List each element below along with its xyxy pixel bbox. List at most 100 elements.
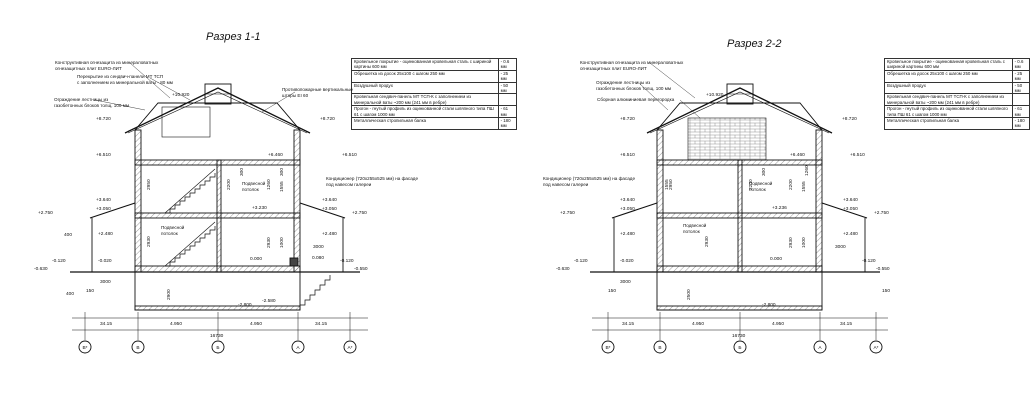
dim-h12-1: 400 <box>64 232 72 238</box>
dim-bottom-2d: 34.15 <box>840 321 852 327</box>
elev-eave-2: +8.720 <box>620 116 635 122</box>
dim-h1-1: 2950 <box>146 179 152 190</box>
spec-value: - 180 мм <box>1011 117 1031 130</box>
axis-bubble <box>211 340 225 354</box>
gallery-left-2 <box>611 202 658 219</box>
roof-1 <box>124 87 311 134</box>
dim-bottom-2b: 4.950 <box>692 321 704 327</box>
dim-h11-2: 3000 <box>620 279 631 285</box>
wall-left-1 <box>134 129 142 273</box>
axis-label: А <box>296 345 300 351</box>
dim-h6-2: 3000 <box>835 244 846 250</box>
dim-h8-1: 300 <box>239 168 245 176</box>
elev-m0080-1: 0.080 <box>312 255 324 261</box>
elev-eave-2r: +8.720 <box>842 116 857 122</box>
spec-table-1: Кровельное покрытие - оцинкованная крове… <box>351 58 518 130</box>
elev-floor2b-1r: +3.050 <box>322 206 337 212</box>
elev-floor1a-2: +2.480 <box>620 231 635 237</box>
dim-h12b-2: 150 <box>882 288 890 294</box>
dim-h13-2: 2500 <box>686 289 692 300</box>
stair-1-1 <box>165 226 216 267</box>
dim-h14-2: 2930 <box>704 236 710 247</box>
dim-h10-1: 300 <box>279 168 285 176</box>
axis-label: В* <box>82 345 87 351</box>
dim-bottom-1a: 34.15 <box>100 321 112 327</box>
slab-1-1 <box>134 265 301 273</box>
basement-2 <box>656 271 823 311</box>
dim-h10-2: 1260 <box>804 165 810 176</box>
slab-2-2 <box>656 212 823 219</box>
elev-zero-1: 0.000 <box>250 256 262 262</box>
elev-m0550-2: -0.550 <box>876 266 890 272</box>
spec-row: Металлическая стропильная балка- 180 мм <box>884 117 1031 130</box>
elev-m0120-1r: -0.120 <box>340 258 354 264</box>
elev-floor2a-1: +3.640 <box>96 197 111 203</box>
elev-m2580-1: -2.580 <box>262 298 276 304</box>
axis-bubble <box>869 340 883 354</box>
note-insulation-1: Конструктивная огнезащита из минераловат… <box>55 60 159 71</box>
elev-m0550-1: -0.550 <box>354 266 368 272</box>
dim-h5-1: 2200 <box>226 179 232 190</box>
dim-h1-2: 2950 <box>668 179 674 190</box>
axis-label: А* <box>347 345 352 351</box>
dim-bottom-2c: 4.950 <box>772 321 784 327</box>
spec-row: Кровельная сендвич-панель МТ ТСП-К с зап… <box>884 93 1031 107</box>
elev-gallery-1r: +2.750 <box>352 210 367 216</box>
axis-label: В* <box>605 345 610 351</box>
spec-value: - 180 мм <box>497 117 518 130</box>
dim-h7-1: 1260 <box>266 179 272 190</box>
elev-m0120-1: -0.120 <box>52 258 66 264</box>
slab-3-2 <box>656 159 823 166</box>
axis-label: Б <box>738 345 741 351</box>
elev-floor2b-2: +3.050 <box>620 206 635 212</box>
dim-h2-2: 2930 <box>788 237 794 248</box>
dim-h3-1: 1000 <box>279 237 285 248</box>
dim-h12-2: 150 <box>608 288 616 294</box>
elev-eave-1: +8.720 <box>96 116 111 122</box>
dim-bottom-1d: 34.15 <box>315 321 327 327</box>
elev-gallery-2: +2.750 <box>560 210 575 216</box>
wall-left-2 <box>656 129 664 273</box>
spec-value: - 0.6 мм <box>1011 58 1031 71</box>
axis-label: Б <box>216 345 219 351</box>
elev-floor3-2: +6.510 <box>620 152 635 158</box>
dim-h13-1: 150 <box>86 288 94 294</box>
section-1-title: Разрез 1-1 <box>206 31 261 43</box>
elev-floor2c-2: +3.236 <box>772 205 787 211</box>
dim-bottom-1b: 4.950 <box>170 321 182 327</box>
note-partition-2: Сборная алюминиевая перегородка <box>597 97 675 102</box>
axis-bubble <box>78 340 92 354</box>
elev-gallery-2r: +2.750 <box>874 210 889 216</box>
dim-h8-2: 300 <box>761 168 767 176</box>
elev-floor2c-1: +3.230 <box>252 205 267 211</box>
dim-h12b-1: 400 <box>66 291 74 297</box>
dim-h2-1: 2930 <box>146 236 152 247</box>
axis-bubble <box>733 340 747 354</box>
gallery-left-1 <box>89 202 136 219</box>
elev-roof-1: +10.920 <box>172 92 190 98</box>
axis-bubble <box>131 340 145 354</box>
elev-floor1a-2r: +2.480 <box>843 231 858 237</box>
spec-desc: Кровельная сендвич-панель МТ ТСП-К с зап… <box>884 93 1013 107</box>
elev-floor3b-1: +6.460 <box>268 152 283 158</box>
elev-eave-1r: +8.720 <box>320 116 335 122</box>
dim-total-2: 16730 <box>732 333 746 339</box>
elev-floor3-1: +6.510 <box>96 152 111 158</box>
section-1-drawing <box>70 62 368 354</box>
dim-total-1: 16730 <box>210 333 224 339</box>
spec-row: Кровельная сендвич-панель МТ ТСП-К с зап… <box>351 93 518 107</box>
elev-floor2b-2r: +3.050 <box>843 206 858 212</box>
roof-2 <box>646 87 833 134</box>
elev-floor2a-1r: +3.640 <box>322 197 337 203</box>
spec-row: Металлическая стропильная балка- 180 мм <box>351 117 518 130</box>
elev-zero-2: 0.000 <box>770 256 782 262</box>
elev-floor2a-2r: +3.640 <box>843 197 858 203</box>
